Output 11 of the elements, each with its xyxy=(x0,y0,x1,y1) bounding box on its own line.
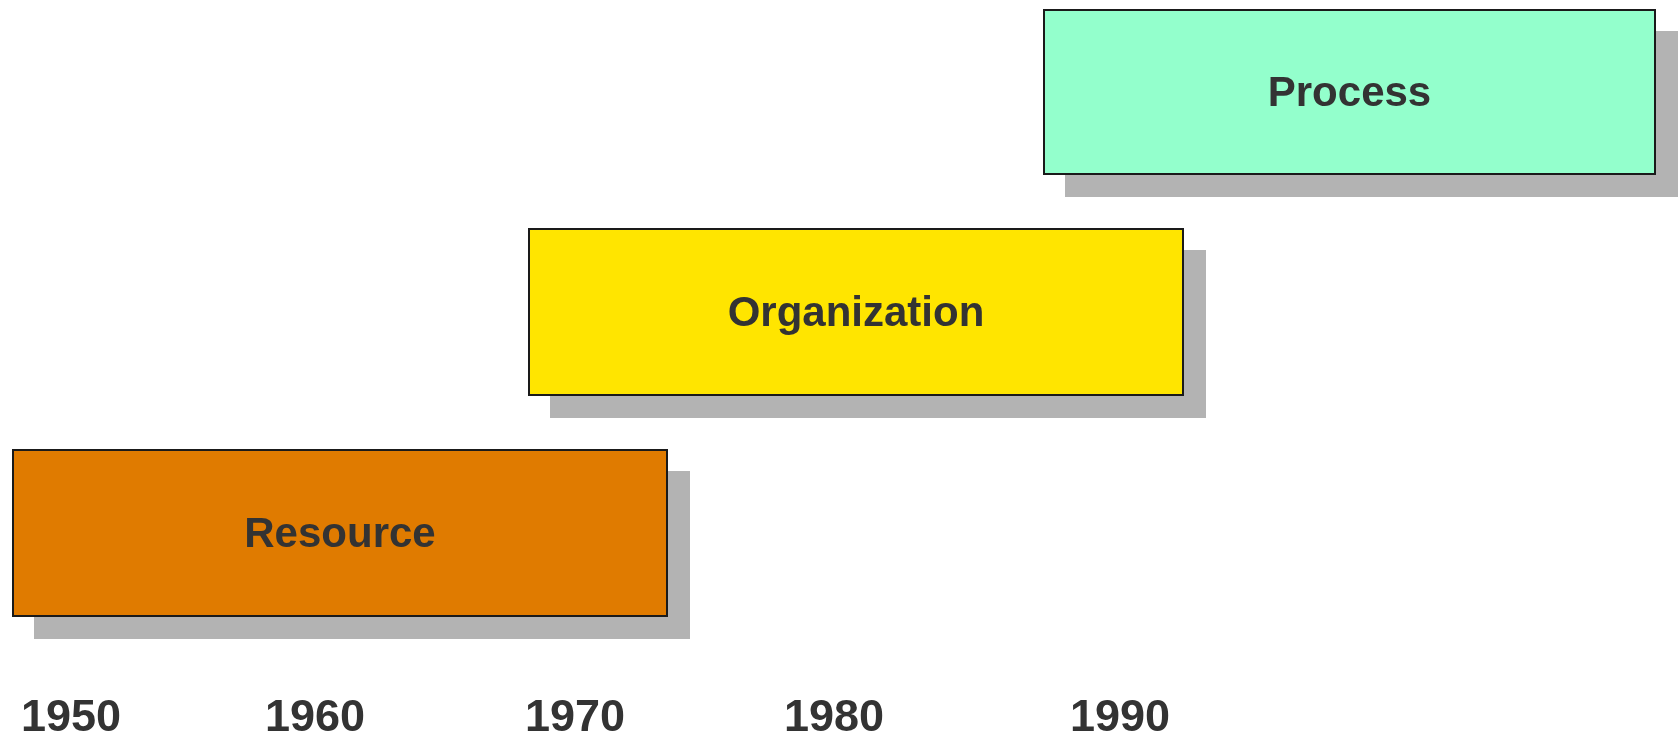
year-label: 1990 xyxy=(1070,690,1171,739)
year-label: 1970 xyxy=(525,690,626,739)
era-box xyxy=(528,228,1184,396)
year-label: 1950 xyxy=(21,690,122,739)
era-label: Organization xyxy=(727,288,985,336)
year-label: 1960 xyxy=(265,690,366,739)
era-label: Process xyxy=(1267,68,1432,116)
era-label: Resource xyxy=(244,509,436,557)
era-box xyxy=(12,449,668,617)
era-box xyxy=(1043,9,1656,175)
year-label: 1980 xyxy=(784,690,885,739)
